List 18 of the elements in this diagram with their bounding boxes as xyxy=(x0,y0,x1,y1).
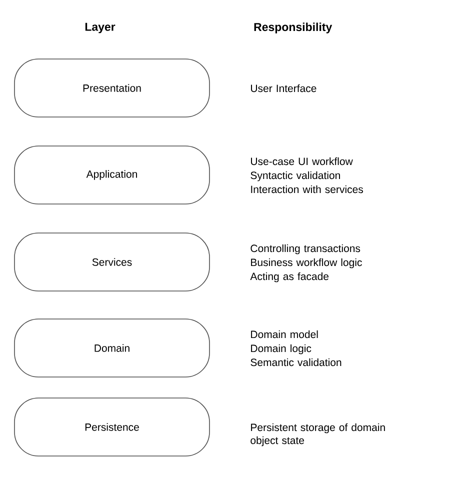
layer-box: Presentation xyxy=(14,58,210,118)
responsibility-text: User Interface xyxy=(251,84,316,92)
responsibility-text: Controlling transactions xyxy=(250,244,360,254)
layer-box: Persistence xyxy=(14,398,210,456)
column-heading: Layer xyxy=(85,22,116,34)
responsibility-text: Use-case UI workflow xyxy=(251,157,353,166)
responsibility-text: Semantic validation xyxy=(250,358,342,366)
responsibility-text: Domain logic xyxy=(251,344,312,354)
column-heading: Responsibility xyxy=(254,22,332,34)
responsibility-text: Persistent storage of domain object state xyxy=(250,423,385,446)
responsibility-text: Acting as facade xyxy=(250,272,328,282)
responsibility-text: Syntactic validation xyxy=(250,171,340,182)
layer-box: Services xyxy=(14,232,210,292)
responsibility-text: Domain model xyxy=(251,330,318,338)
layer-box: Domain xyxy=(14,318,210,378)
responsibility-text: Business workflow logic xyxy=(251,258,362,268)
layer-box: Application xyxy=(14,146,210,204)
responsibility-text: Interaction with services xyxy=(251,185,363,194)
